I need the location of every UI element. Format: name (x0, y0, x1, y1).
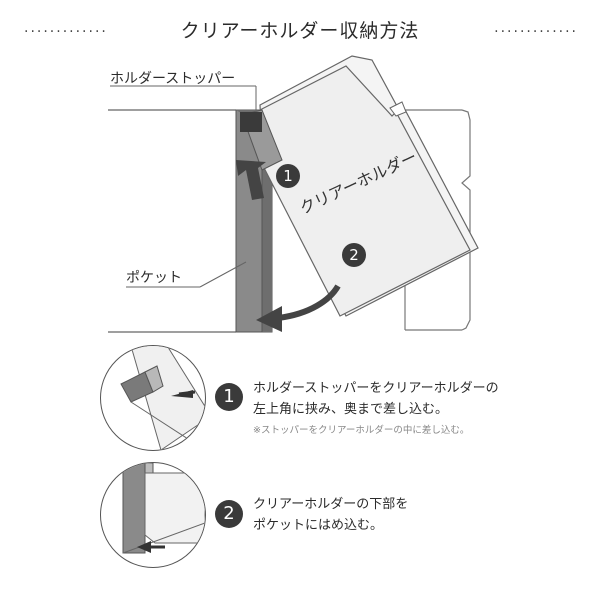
step1-detail-circle (100, 345, 206, 451)
header-dots-left: ............. (24, 20, 108, 36)
stopper-label: ホルダーストッパー (110, 71, 236, 87)
pocket-label: ポケット (126, 270, 182, 286)
header: ............. クリアーホルダー収納方法 ............. (0, 12, 600, 42)
step2-detail-illustration (122, 463, 205, 554)
step2-line1: クリアーホルダーの下部を (253, 497, 409, 512)
insert-arrow-up (236, 160, 266, 200)
step1-detail-illustration (120, 346, 205, 450)
step1-text: ホルダーストッパーをクリアーホルダーの 左上角に挟み、奥まで差し込む。 (253, 378, 499, 420)
step1-note: ※ストッパーをクリアーホルダーの中に差し込む。 (253, 425, 470, 436)
step1-line1: ホルダーストッパーをクリアーホルダーの (253, 381, 499, 396)
step2-line2: ポケットにはめ込む。 (253, 518, 384, 533)
badge-step-2: 2 (342, 243, 366, 267)
binder-outline (108, 109, 471, 333)
step1-line2: 左上角に挟み、奥まで差し込む。 (253, 402, 449, 417)
fold-arrow-curved (256, 284, 341, 332)
holder-stopper (240, 109, 283, 171)
header-dots-right: ............. (494, 20, 578, 36)
step2-text: クリアーホルダーの下部を ポケットにはめ込む。 (253, 494, 408, 536)
page-title: クリアーホルダー収納方法 (180, 20, 420, 42)
badge-step-1: 1 (276, 164, 300, 188)
step2-detail-circle (100, 462, 206, 568)
step2-number-badge: 2 (215, 500, 243, 528)
step1-number-badge: 1 (215, 383, 243, 411)
pocket-leader-diag (199, 261, 247, 288)
clear-holder (255, 55, 479, 317)
